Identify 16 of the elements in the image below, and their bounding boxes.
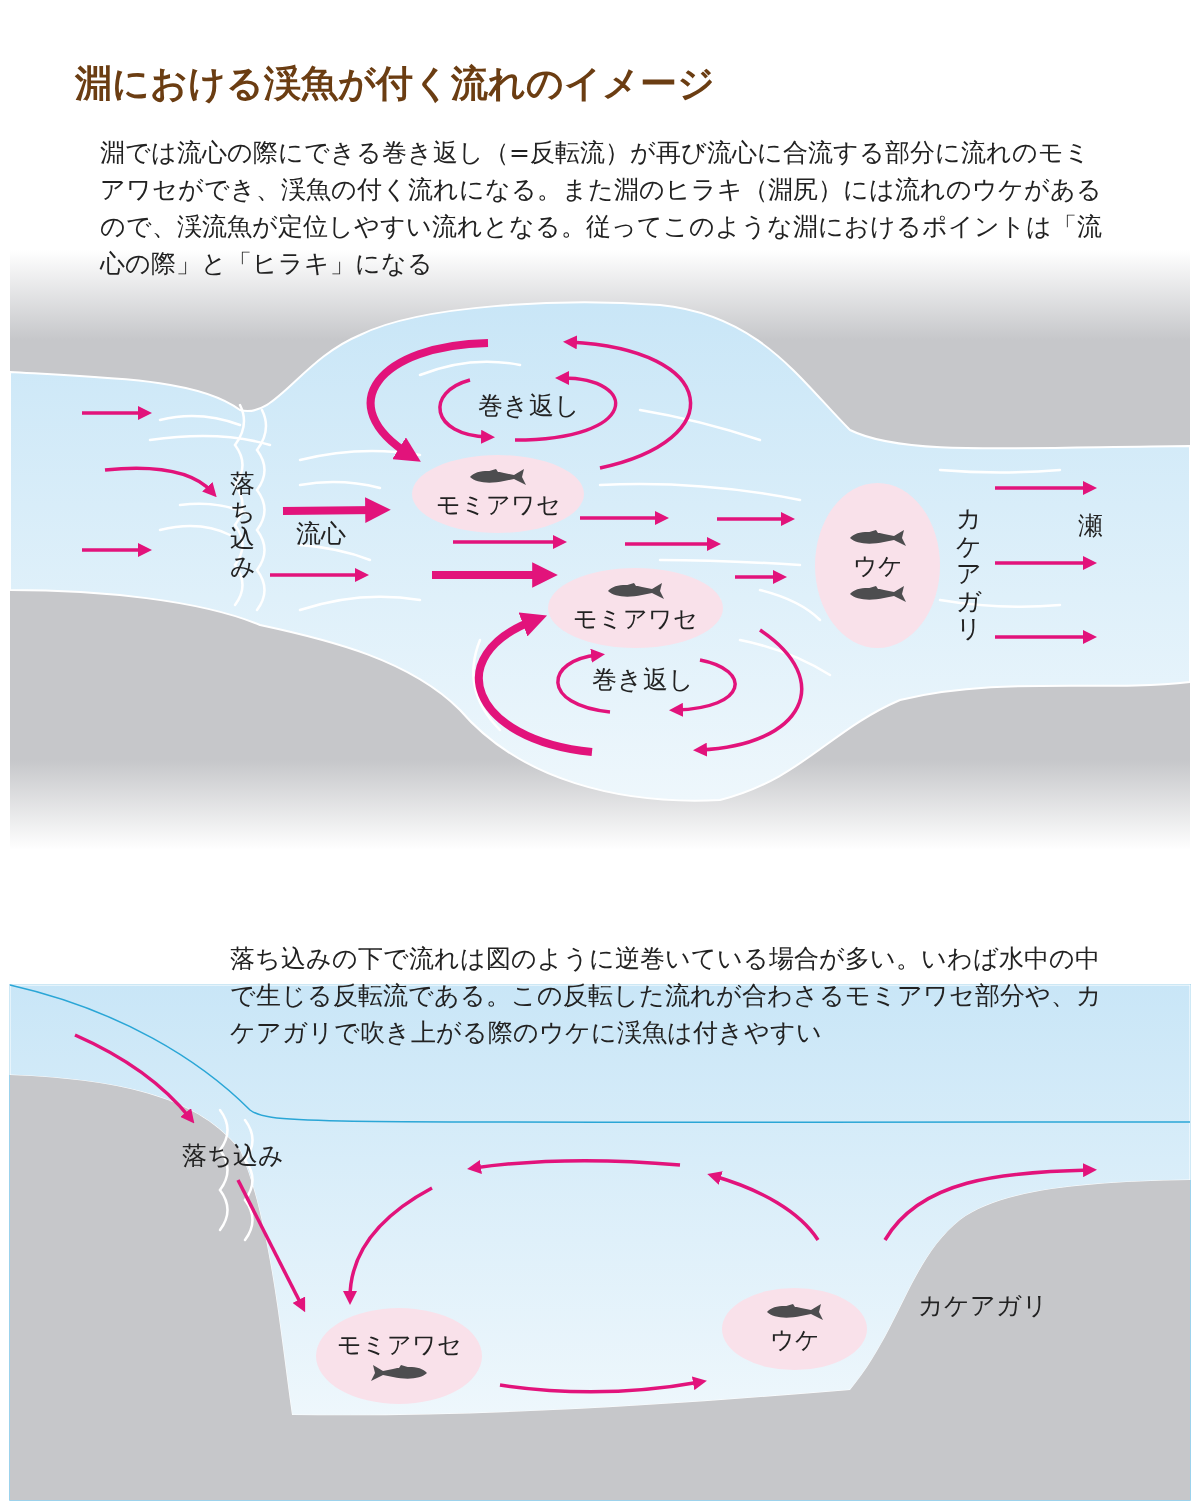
zone-label: ウケ [852, 550, 903, 581]
zone-label: ウケ [769, 1325, 820, 1355]
description-paragraph: 落ち込みの下で流れは図のように逆巻いている場合が多い。いわば水中の中で生じる反転流である。この反転した流れが合わさるモミアワセ部分や、カケアガリで吹き上がる際のウケに渓魚は付きやすい [230, 943, 1103, 1049]
vertical-label: カケアガリ [956, 505, 981, 643]
area-label: カケアガリ [918, 1290, 1048, 1322]
vertical-label: 落ち込み [230, 470, 255, 580]
zone-label: モミアワセ [336, 1330, 462, 1360]
area-label: 巻き返し [478, 390, 580, 422]
zone-label: モミアワセ [573, 604, 698, 634]
title: 淵における渓魚が付く流れのイメージ [75, 61, 715, 107]
description-paragraph: 淵では流心の際にできる巻き返し（=反転流）が再び流心に合流する部分に流れのモミアワセができ、渓魚の付く流れになる。また淵のヒラキ（淵尻）には流れのウケがあるので、渓流魚が定位しやすい流れとなる。従ってこのような淵におけるポイントは「流心の際」と「ヒラキ」になる [100, 137, 1103, 280]
area-label: 巻き返し [592, 664, 694, 696]
area-label: 落ち込み [182, 1140, 284, 1172]
area-label: 流心 [296, 518, 346, 550]
zone-label: モミアワセ [435, 490, 561, 520]
area-label: 瀬 [1078, 510, 1103, 542]
